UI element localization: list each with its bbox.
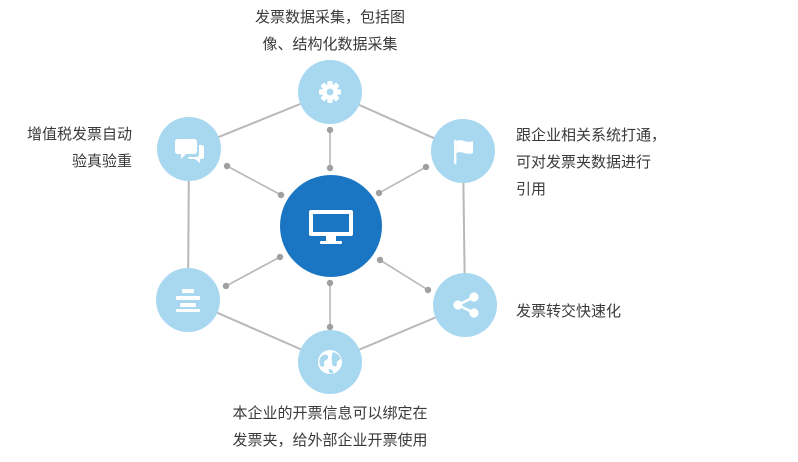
node-bottom xyxy=(298,330,362,394)
dot-upper-left-outer xyxy=(223,162,231,170)
node-lower-left xyxy=(156,268,220,332)
label-bottom: 本企业的开票信息可以绑定在 发票夹，给外部企业开票使用 xyxy=(232,404,428,449)
connector-dots xyxy=(222,126,432,331)
dot-upper-right-outer xyxy=(422,163,430,171)
gear-icon xyxy=(319,81,341,103)
monitor-icon xyxy=(309,210,353,244)
spoke-lower-right xyxy=(379,259,429,291)
spoke-upper-right xyxy=(378,166,427,194)
chat-icon xyxy=(175,139,204,163)
dot-lower-right-outer xyxy=(424,286,432,294)
node-top xyxy=(298,60,362,124)
dot-bottom-inner xyxy=(326,279,334,287)
label-upper-left: 增值税发票自动 验真验重 xyxy=(26,125,132,170)
dot-lower-right-inner xyxy=(376,256,384,264)
node-lower-right-circle xyxy=(433,273,497,337)
flag-icon xyxy=(454,140,473,164)
node-lower-right xyxy=(433,273,497,337)
spokes xyxy=(225,130,429,327)
spoke-upper-left xyxy=(226,165,282,196)
node-upper-right xyxy=(431,119,495,183)
dot-top-inner xyxy=(326,164,334,172)
dot-top-outer xyxy=(326,126,334,134)
dot-upper-right-inner xyxy=(375,189,383,197)
dot-lower-left-inner xyxy=(276,253,284,261)
node-upper-left xyxy=(157,117,221,181)
label-upper-right: 跟企业相关系统打通， 可对发票夹数据进行 引用 xyxy=(516,126,667,198)
dot-lower-left-outer xyxy=(222,282,230,290)
spoke-lower-left xyxy=(225,256,281,287)
layers-icon xyxy=(176,289,200,312)
globe-icon xyxy=(318,350,342,374)
label-lower-right: 发票转交快速化 xyxy=(516,302,622,320)
center-node xyxy=(280,175,382,277)
label-top: 发票数据采集，包括图 像、结构化数据采集 xyxy=(254,8,405,53)
dot-upper-left-inner xyxy=(277,191,285,199)
share-icon xyxy=(453,292,479,318)
dot-bottom-outer xyxy=(326,323,334,331)
